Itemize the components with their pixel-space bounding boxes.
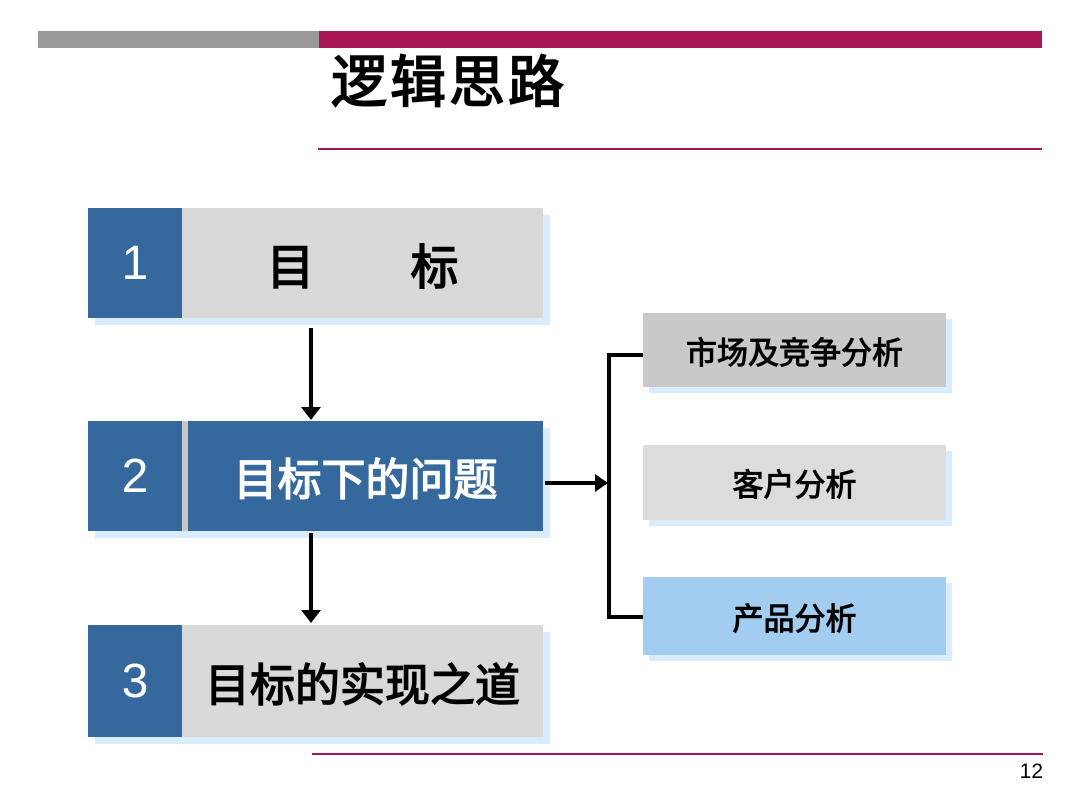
step-2-box: 2 目标下的问题 (88, 421, 543, 531)
title-underline (318, 148, 1042, 150)
branch-box-market-analysis: 市场及竞争分析 (643, 313, 946, 387)
step-2-label: 目标下的问题 (188, 421, 543, 531)
step-1-label: 目 标 (182, 208, 543, 318)
step-2-number: 2 (88, 421, 182, 531)
branch-bracket-top-stub (607, 353, 644, 357)
arrow-step1-to-step2-line (309, 328, 313, 408)
page-number: 12 (1019, 760, 1043, 783)
arrow-step2-to-step3-line (309, 533, 313, 611)
branch-box-product-analysis: 产品分析 (643, 577, 946, 655)
slide-title: 逻辑思路 (331, 51, 567, 114)
step-1-number: 1 (88, 208, 182, 318)
arrow-step1-to-step2-head-icon (301, 407, 321, 420)
header-bar-accent-segment (319, 31, 1042, 48)
step-3-number: 3 (88, 625, 182, 737)
step-3-label: 目标的实现之道 (182, 625, 543, 737)
header-bar-gray-segment (38, 31, 319, 48)
arrow-step2-to-branches-line (545, 481, 595, 485)
footer-line (312, 753, 1043, 755)
branch-bracket-bottom-stub (607, 615, 644, 619)
step-1-box: 1 目 标 (88, 208, 543, 318)
branch-box-customer-analysis: 客户分析 (643, 445, 946, 520)
arrow-step2-to-step3-head-icon (301, 610, 321, 623)
step-2-divider (182, 421, 188, 531)
arrow-step2-to-branches-head-icon (595, 474, 608, 492)
branch-bracket-vertical-line (607, 353, 611, 619)
step-3-box: 3 目标的实现之道 (88, 625, 543, 737)
